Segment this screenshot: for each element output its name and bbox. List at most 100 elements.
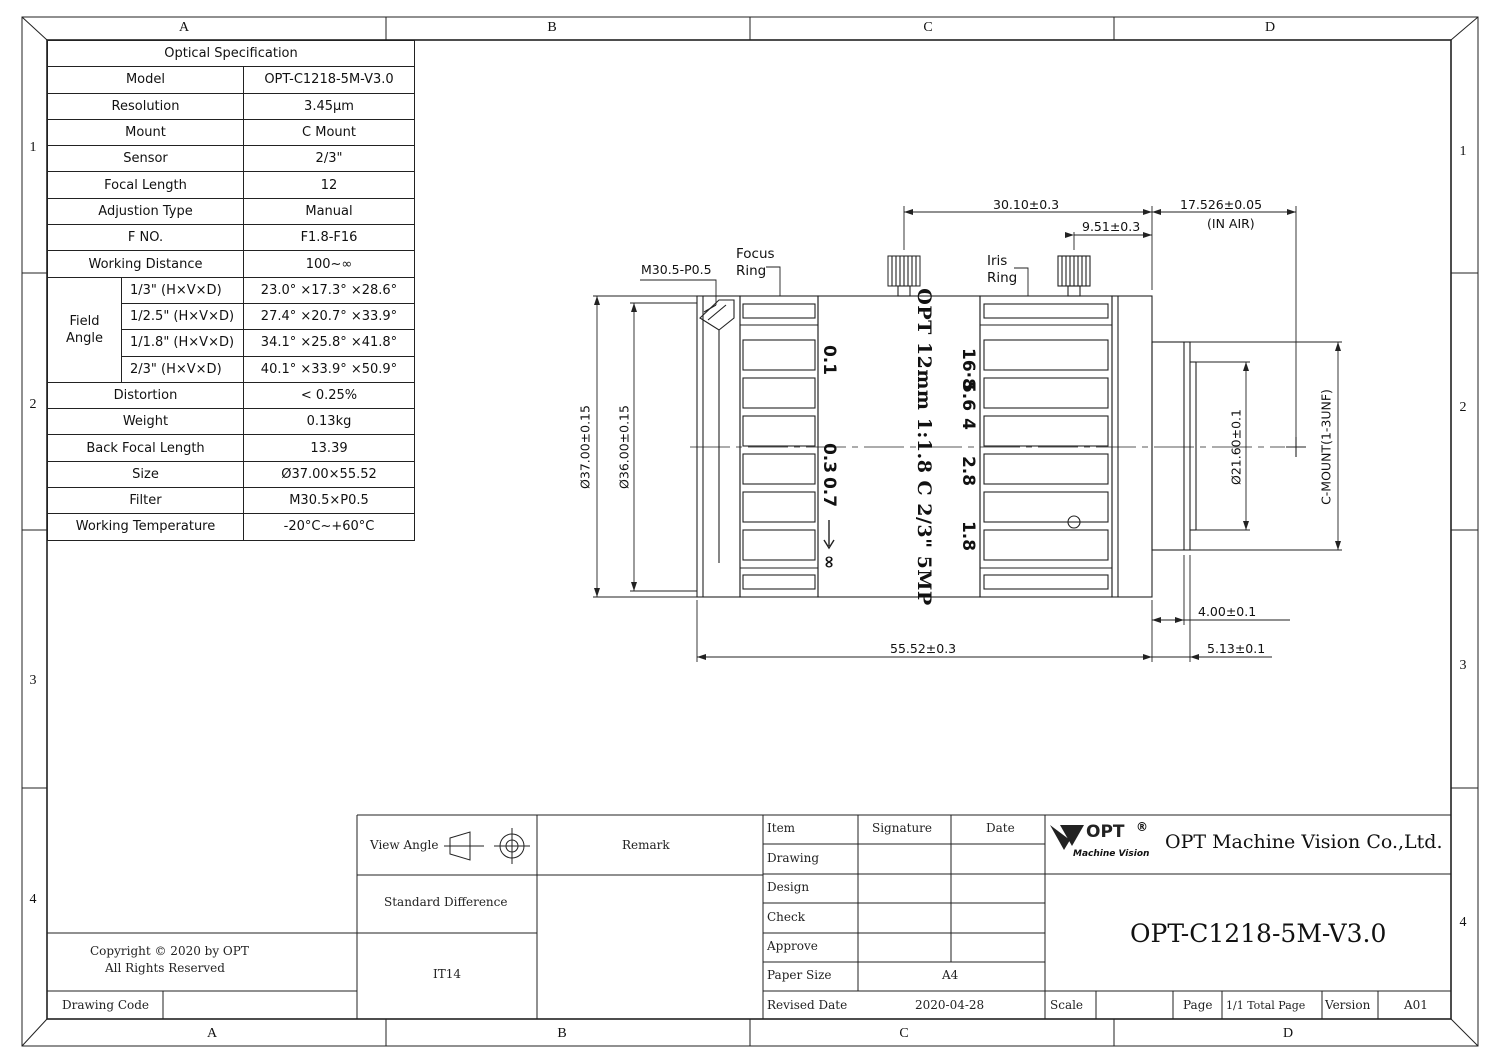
iris-mark-5-6: 5.6	[958, 380, 978, 412]
remark-label: Remark	[622, 838, 670, 852]
zone-label-top-a: A	[178, 20, 190, 35]
spec-value: 12	[243, 171, 415, 199]
spec-label: Focal Length	[47, 171, 244, 199]
dim-4-label: 4.00±0.1	[1198, 604, 1257, 619]
c-mount-label: C-MOUNT(1-3UNF)	[1318, 389, 1334, 505]
revised-date-label: Revised Date	[767, 998, 848, 1012]
zone-label-right-2: 2	[1459, 400, 1467, 415]
drawing-model-number: OPT-C1218-5M-V3.0	[1130, 919, 1387, 948]
spec-row: F NO.F1.8-F16	[47, 224, 415, 252]
check-row-label: Check	[767, 910, 806, 924]
zone-label-left-1: 1	[29, 140, 37, 155]
revised-date-value: 2020-04-28	[915, 998, 985, 1012]
iris-mark-2-8: 2.8	[958, 455, 978, 487]
zone-label-left-4: 4	[29, 892, 37, 907]
dim-30-label: 30.10±0.3	[993, 197, 1060, 212]
design-row-label: Design	[767, 880, 810, 894]
field-angle-value: 34.1° ×25.8° ×41.8°	[243, 329, 415, 357]
page-label: Page	[1183, 998, 1213, 1012]
version-label: Version	[1325, 998, 1371, 1012]
field-angle-sensor: 1/2.5" (H×V×D)	[121, 302, 244, 331]
field-angle-sensor: 1/1.8" (H×V×D)	[121, 329, 244, 357]
spec-label: Resolution	[47, 92, 244, 120]
spec-label: Weight	[47, 408, 244, 436]
dim-9-label: 9.51±0.3	[1082, 219, 1141, 234]
focus-mark-infinity: ∞	[819, 554, 839, 570]
version-value: A01	[1404, 998, 1428, 1012]
focus-arrow-icon	[823, 520, 835, 550]
focus-ring-label-line1: Focus	[736, 246, 775, 262]
lens-engraving: OPT 12mm 1:1.8 C 2/3" 5MP	[913, 288, 935, 606]
spec-value: F1.8-F16	[243, 224, 415, 252]
scale-label: Scale	[1050, 998, 1084, 1012]
zone-label-bottom-c: C	[899, 1026, 909, 1041]
zone-label-left-3: 3	[29, 673, 37, 688]
signature-header: Signature	[872, 821, 933, 835]
zone-label-right-3: 3	[1459, 658, 1467, 673]
field-angle-value: 40.1° ×33.9° ×50.9°	[243, 355, 415, 383]
dim-21-label: Ø21.60±0.1	[1228, 409, 1244, 485]
drawing-row-label: Drawing	[767, 851, 820, 865]
zone-label-bottom-d: D	[1282, 1026, 1294, 1041]
approve-row-label: Approve	[767, 939, 818, 953]
dim-37-label: Ø37.00±0.15	[577, 405, 593, 489]
spec-label: Mount	[47, 118, 244, 147]
zone-label-top-b: B	[547, 20, 557, 35]
date-header: Date	[986, 821, 1015, 835]
spec-value: C Mount	[243, 118, 415, 147]
zone-label-bottom-a: A	[206, 1026, 218, 1041]
company-name: OPT Machine Vision Co.,Ltd.	[1165, 831, 1443, 853]
spec-label: Size	[47, 460, 244, 489]
dim-17-label: 17.526±0.05	[1180, 197, 1263, 212]
spec-table-title: Optical Specification	[47, 39, 415, 68]
dim-17-note: (IN AIR)	[1207, 216, 1255, 231]
focus-mark-0-1: 0.1	[819, 344, 839, 376]
spec-label: Filter	[47, 487, 244, 515]
field-angle-sensor: 1/3" (H×V×D)	[121, 276, 244, 304]
spec-row: Field Angle 1/3" (H×V×D) 23.0° ×17.3° ×2…	[47, 276, 415, 383]
spec-label: Model	[47, 66, 244, 94]
field-angle-sensor: 2/3" (H×V×D)	[121, 355, 244, 383]
focus-mark-0-3: 0.3	[819, 442, 839, 474]
spec-label: Working Temperature	[47, 513, 244, 541]
copyright-line1: Copyright © 2020 by OPT	[90, 944, 249, 958]
spec-value: M30.5×P0.5	[243, 487, 415, 515]
drawing-code-label: Drawing Code	[62, 998, 150, 1012]
spec-label: F NO.	[47, 224, 244, 252]
paper-size-label: Paper Size	[767, 968, 832, 982]
zone-label-right-1: 1	[1459, 144, 1467, 159]
item-header: Item	[767, 821, 796, 835]
spec-value: Ø37.00×55.52	[243, 460, 415, 489]
company-logo-text: OPT	[1086, 822, 1125, 842]
field-angle-value: 27.4° ×20.7° ×33.9°	[243, 302, 415, 331]
spec-label: Sensor	[47, 145, 244, 173]
iris-mark-1-8: 1.8	[958, 520, 978, 552]
zone-label-right-4: 4	[1459, 915, 1467, 930]
spec-value: Manual	[243, 197, 415, 226]
spec-value: < 0.25%	[243, 381, 415, 410]
logo-registered-mark: ®	[1136, 820, 1148, 834]
dim-36-label: Ø36.00±0.15	[616, 405, 632, 489]
spec-value: 100~∞	[243, 250, 415, 278]
view-angle-label: View Angle	[370, 838, 439, 852]
zone-label-top-d: D	[1264, 20, 1276, 35]
zone-label-bottom-b: B	[557, 1026, 567, 1041]
spec-row: Working Temperature-20°C~+60°C	[47, 513, 415, 541]
spec-label: Back Focal Length	[47, 434, 244, 462]
paper-size-value: A4	[942, 968, 959, 982]
spec-value: 0.13kg	[243, 408, 415, 436]
company-logo-subtext: Machine Vision	[1073, 849, 1150, 859]
zone-label-left-2: 2	[29, 397, 37, 412]
field-angle-value: 23.0° ×17.3° ×28.6°	[243, 276, 415, 304]
tolerance-value: IT14	[433, 967, 462, 981]
